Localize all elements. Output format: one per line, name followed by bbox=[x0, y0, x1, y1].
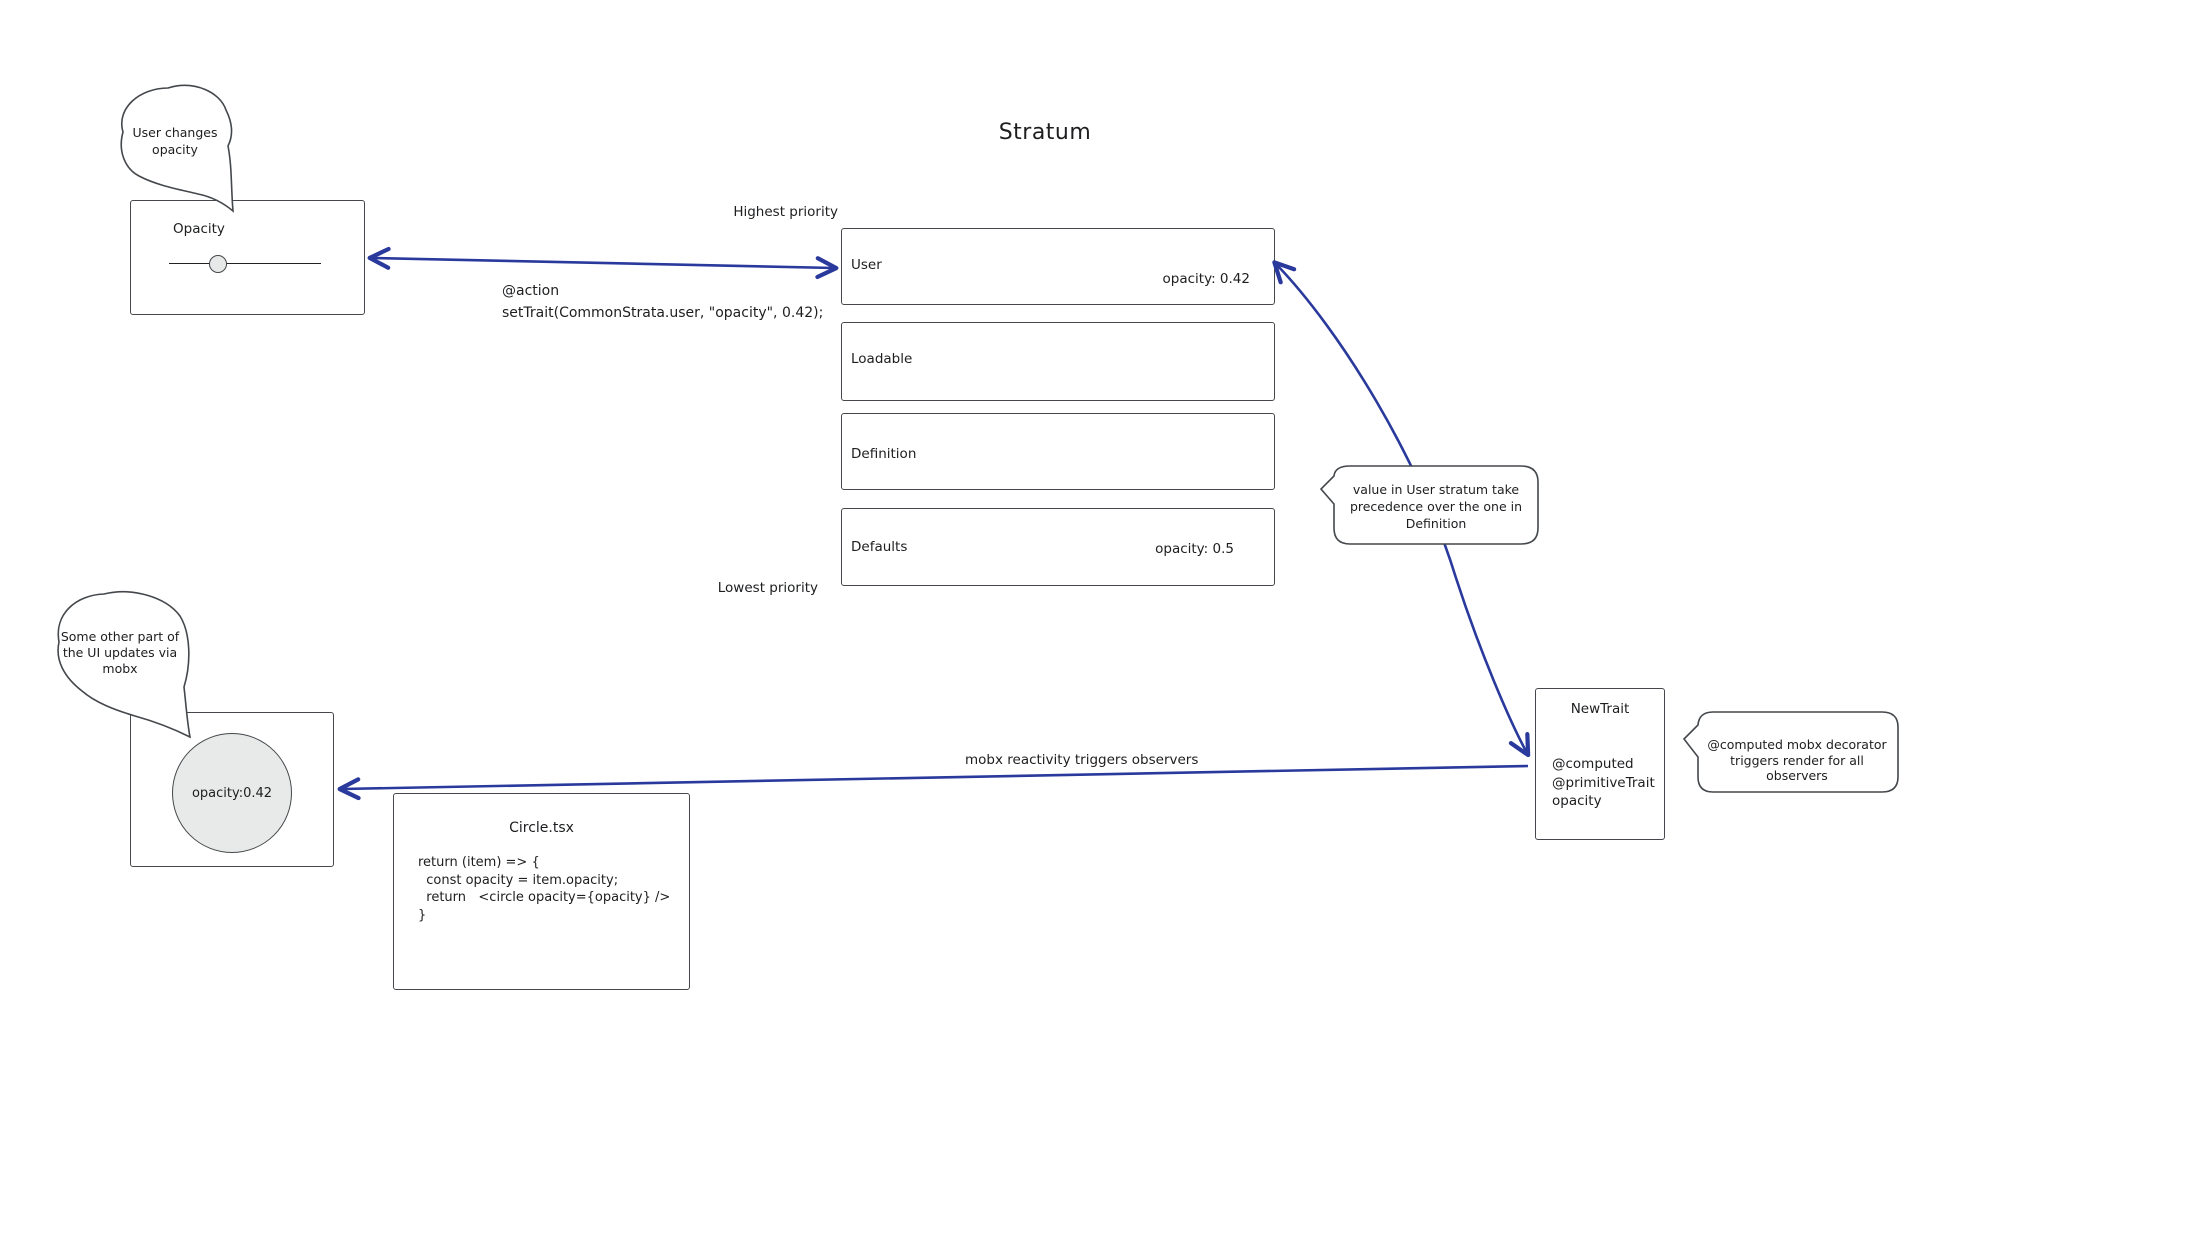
bubble-line: Some other part of bbox=[60, 629, 180, 644]
code-line: return (item) => { bbox=[418, 855, 540, 870]
action-settrait-note: @action setTrait(CommonStrata.user, "opa… bbox=[502, 280, 823, 324]
opacity-slider-panel: Opacity bbox=[130, 200, 365, 315]
bubble-text-user-changes: User changes opacity bbox=[125, 124, 225, 158]
circle-preview-panel: opacity:0.42 bbox=[130, 712, 334, 867]
code-line: return <circle opacity={opacity} /> bbox=[418, 890, 671, 905]
mobx-observers-arrow bbox=[337, 764, 1529, 801]
stratum-box-definition: Definition bbox=[841, 413, 1275, 490]
bubble-text-ui-updates: Some other part of the UI updates via mo… bbox=[50, 629, 190, 677]
stratum-value: opacity: 0.42 bbox=[1162, 271, 1250, 287]
opacity-slider-knob[interactable] bbox=[209, 255, 227, 273]
highest-priority-label: Highest priority bbox=[733, 204, 838, 220]
stratum-box-user: User opacity: 0.42 bbox=[841, 228, 1275, 305]
newtrait-panel: NewTrait @computed @primitiveTrait opaci… bbox=[1535, 688, 1665, 840]
preview-circle: opacity:0.42 bbox=[172, 733, 292, 853]
bubble-line: triggers render for all observers bbox=[1730, 752, 1864, 784]
bubble-line: opacity bbox=[152, 142, 198, 157]
bubble-line: value in User stratum take bbox=[1352, 482, 1520, 497]
trait-line: @computed bbox=[1552, 756, 1634, 772]
code-block: return (item) => { const opacity = item.… bbox=[418, 854, 670, 924]
bubble-line: @computed mobx decorator bbox=[1707, 737, 1887, 752]
stratum-box-loadable: Loadable bbox=[841, 322, 1275, 401]
bubble-line: mobx bbox=[102, 661, 138, 676]
stratum-value: opacity: 0.5 bbox=[1155, 541, 1234, 557]
diagram-title: Stratum bbox=[998, 120, 1092, 145]
bubble-text-computed: @computed mobx decorator triggers render… bbox=[1700, 737, 1894, 784]
code-panel-title: Circle.tsx bbox=[509, 820, 574, 836]
trait-line: opacity bbox=[1552, 793, 1602, 809]
stratum-name: User bbox=[851, 257, 882, 273]
preview-circle-value: opacity:0.42 bbox=[191, 785, 273, 801]
bubble-text-precedence: value in User stratum take precedence ov… bbox=[1338, 481, 1534, 532]
opacity-user-arrow bbox=[367, 246, 839, 280]
lowest-priority-label: Lowest priority bbox=[717, 580, 818, 596]
stratum-name: Loadable bbox=[851, 351, 913, 367]
newtrait-decorators: @computed @primitiveTrait opacity bbox=[1552, 755, 1655, 811]
code-line: } bbox=[418, 907, 427, 923]
action-note-line: setTrait(CommonStrata.user, "opacity", 0… bbox=[502, 305, 824, 321]
opacity-panel-label: Opacity bbox=[173, 221, 225, 237]
opacity-slider-track bbox=[169, 263, 321, 264]
newtrait-title: NewTrait bbox=[1570, 701, 1630, 717]
stratum-box-defaults: Defaults opacity: 0.5 bbox=[841, 508, 1275, 586]
bubble-line: User changes bbox=[132, 125, 218, 140]
bubble-line: precedence over the one in bbox=[1349, 499, 1523, 514]
trait-line: @primitiveTrait bbox=[1552, 774, 1655, 791]
action-note-line: @action bbox=[502, 283, 560, 299]
stratum-name: Definition bbox=[851, 446, 917, 462]
bubble-line: the UI updates via bbox=[62, 645, 178, 660]
code-panel: Circle.tsx return (item) => { const opac… bbox=[393, 793, 690, 990]
stratum-name: Defaults bbox=[851, 539, 908, 555]
code-line: const opacity = item.opacity; bbox=[418, 872, 619, 888]
bubble-line: Definition bbox=[1405, 516, 1467, 531]
mobx-arrow-label: mobx reactivity triggers observers bbox=[965, 752, 1199, 768]
